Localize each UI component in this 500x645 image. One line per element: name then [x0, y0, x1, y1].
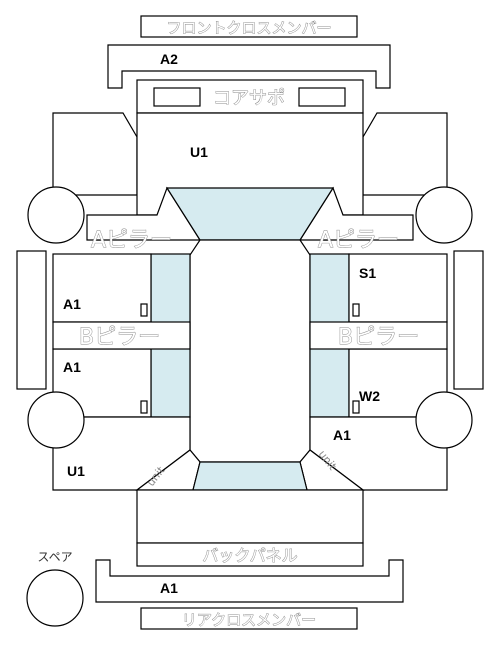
a-pillar-right-label: Aピラー [318, 228, 399, 253]
core-support-label: コアサポ [213, 88, 285, 109]
door-handle-front-right [352, 303, 360, 317]
spare-tire[interactable] [26, 569, 84, 627]
spare-label: スペア [37, 550, 72, 564]
headlight-right [298, 87, 346, 107]
front-fender-left[interactable] [52, 112, 138, 196]
rear-door-left-code: A1 [63, 359, 81, 375]
rear-fender-left-code: U1 [67, 463, 85, 479]
front-cross-member-label: フロントクロスメンバー [166, 19, 331, 37]
headlight-left [153, 87, 201, 107]
rear-cross-member[interactable] [95, 559, 404, 603]
rear-door-right-code: W2 [359, 388, 380, 404]
front-fender-right[interactable] [362, 112, 448, 196]
side-step-left[interactable] [16, 250, 47, 390]
door-handle-rear-left [140, 400, 148, 414]
door-handle-front-left [140, 303, 148, 317]
rear-left-wheel[interactable] [27, 391, 85, 449]
front-door-right-code: S1 [359, 265, 376, 281]
back-panel[interactable] [136, 542, 364, 567]
rear-right-wheel[interactable] [415, 391, 473, 449]
rear-fender-right-code: A1 [333, 427, 351, 443]
roof[interactable] [189, 239, 311, 463]
hood-code: U1 [190, 144, 208, 160]
front-cross-member[interactable] [107, 44, 391, 89]
rear-cross-member-label-box [140, 607, 358, 630]
back-panel-label: バックパネル [202, 546, 297, 565]
front-cross-member-code: A2 [160, 51, 178, 67]
side-step-right[interactable] [453, 250, 484, 390]
rear-window[interactable] [192, 461, 308, 491]
front-right-wheel[interactable] [415, 186, 473, 244]
rear-cross-member-label: リアクロスメンバー [182, 611, 316, 629]
b-pillar-right-label: Bピラー [338, 325, 419, 350]
trunk[interactable] [136, 489, 364, 544]
door-handle-rear-right [352, 400, 360, 414]
b-pillar-right[interactable] [309, 321, 448, 350]
front-left-wheel[interactable] [27, 186, 85, 244]
front-door-left[interactable] [52, 253, 152, 323]
b-pillar-left[interactable] [52, 321, 191, 350]
front-door-right[interactable] [348, 253, 448, 323]
front-cross-member-label-box [140, 15, 358, 38]
rear-cross-member-code: A1 [160, 580, 178, 596]
front-door-left-code: A1 [63, 296, 81, 312]
a-pillar-left-label: Aピラー [91, 228, 172, 253]
b-pillar-left-label: Bピラー [79, 325, 160, 350]
